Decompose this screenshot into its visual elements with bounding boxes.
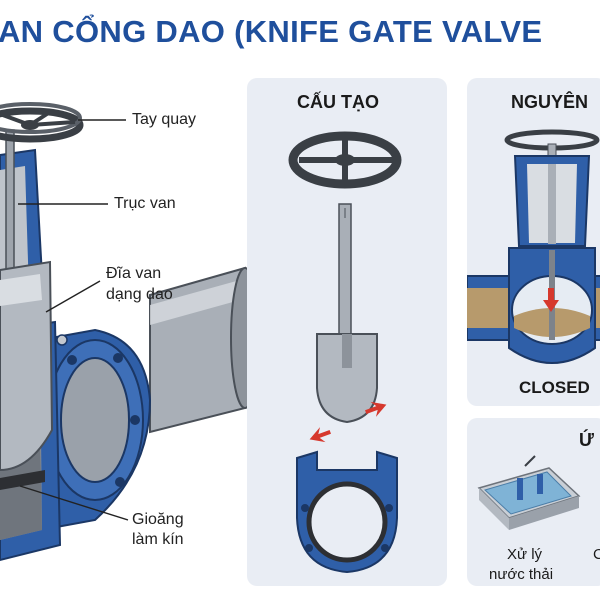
panel-application-title: Ứ	[579, 430, 594, 450]
application-item-2-partial: C	[593, 546, 600, 563]
exploded-arrows	[309, 401, 387, 443]
label-disc-line1: Đĩa van	[106, 265, 162, 282]
panel-principle-title: NGUYÊN	[511, 92, 589, 112]
label-seal-line2: làm kín	[132, 531, 184, 548]
closed-state-label: CLOSED	[519, 378, 590, 397]
label-disc-line2: dạng dao	[106, 286, 173, 303]
application-item-1-line2: nước thải	[489, 566, 554, 583]
application-item-1-line1: Xử lý	[507, 546, 543, 563]
wastewater-tank-icon	[477, 455, 581, 530]
label-handwheel: Tay quay	[132, 111, 197, 128]
panel-structure: CẤU TẠO	[247, 78, 447, 586]
panel-principle: NGUYÊN CLOSED	[467, 78, 600, 406]
exploded-stem-icon	[338, 203, 352, 345]
flange	[39, 328, 152, 532]
seal-gasket	[0, 470, 45, 490]
exploded-body-icon	[296, 450, 398, 574]
pipe	[149, 266, 260, 434]
closing-arrow-icon	[543, 288, 559, 312]
leader-lines	[18, 119, 129, 521]
knife-disc	[0, 260, 54, 472]
label-seal-line1: Gioăng	[132, 511, 184, 528]
exploded-handwheel-icon	[288, 131, 402, 189]
exploded-view	[288, 131, 402, 574]
handwheel	[0, 102, 84, 143]
panel-structure-title: CẤU TẠO	[297, 92, 379, 112]
closed-valve-diagram	[467, 129, 600, 364]
page-title: AN CỔNG DAO (KNIFE GATE VALVE	[0, 14, 543, 49]
panel-application: Ứ Xử lý nước thải C	[467, 418, 600, 586]
label-stem: Trục van	[114, 195, 176, 212]
exploded-disc-icon	[316, 333, 378, 424]
